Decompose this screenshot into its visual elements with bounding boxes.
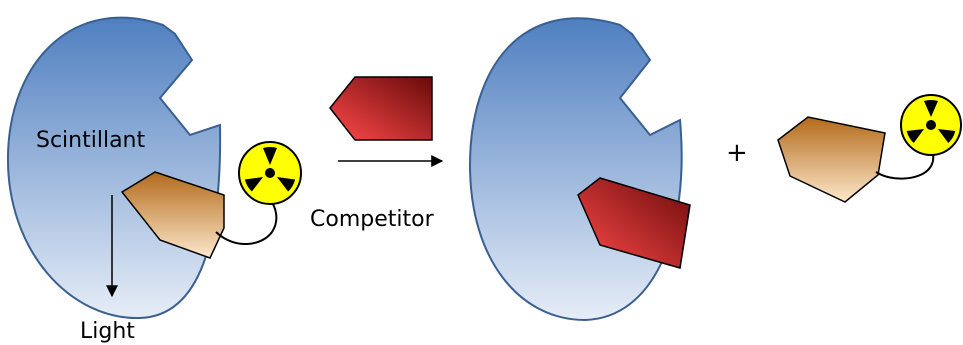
scintillant-bead-right	[468, 17, 683, 322]
competitor-bound	[577, 177, 691, 269]
scintillant-bead-left	[6, 16, 222, 320]
free-ligand	[777, 116, 935, 203]
plus-sign: +	[726, 138, 748, 168]
light-label: Light	[80, 319, 135, 344]
competitor-free	[329, 76, 433, 141]
radiation-icon	[238, 141, 302, 205]
competitor-label: Competitor	[310, 207, 435, 232]
radiation-icon	[900, 94, 962, 156]
scintillant-label: Scintillant	[36, 128, 146, 153]
bound-ligand	[120, 171, 278, 259]
